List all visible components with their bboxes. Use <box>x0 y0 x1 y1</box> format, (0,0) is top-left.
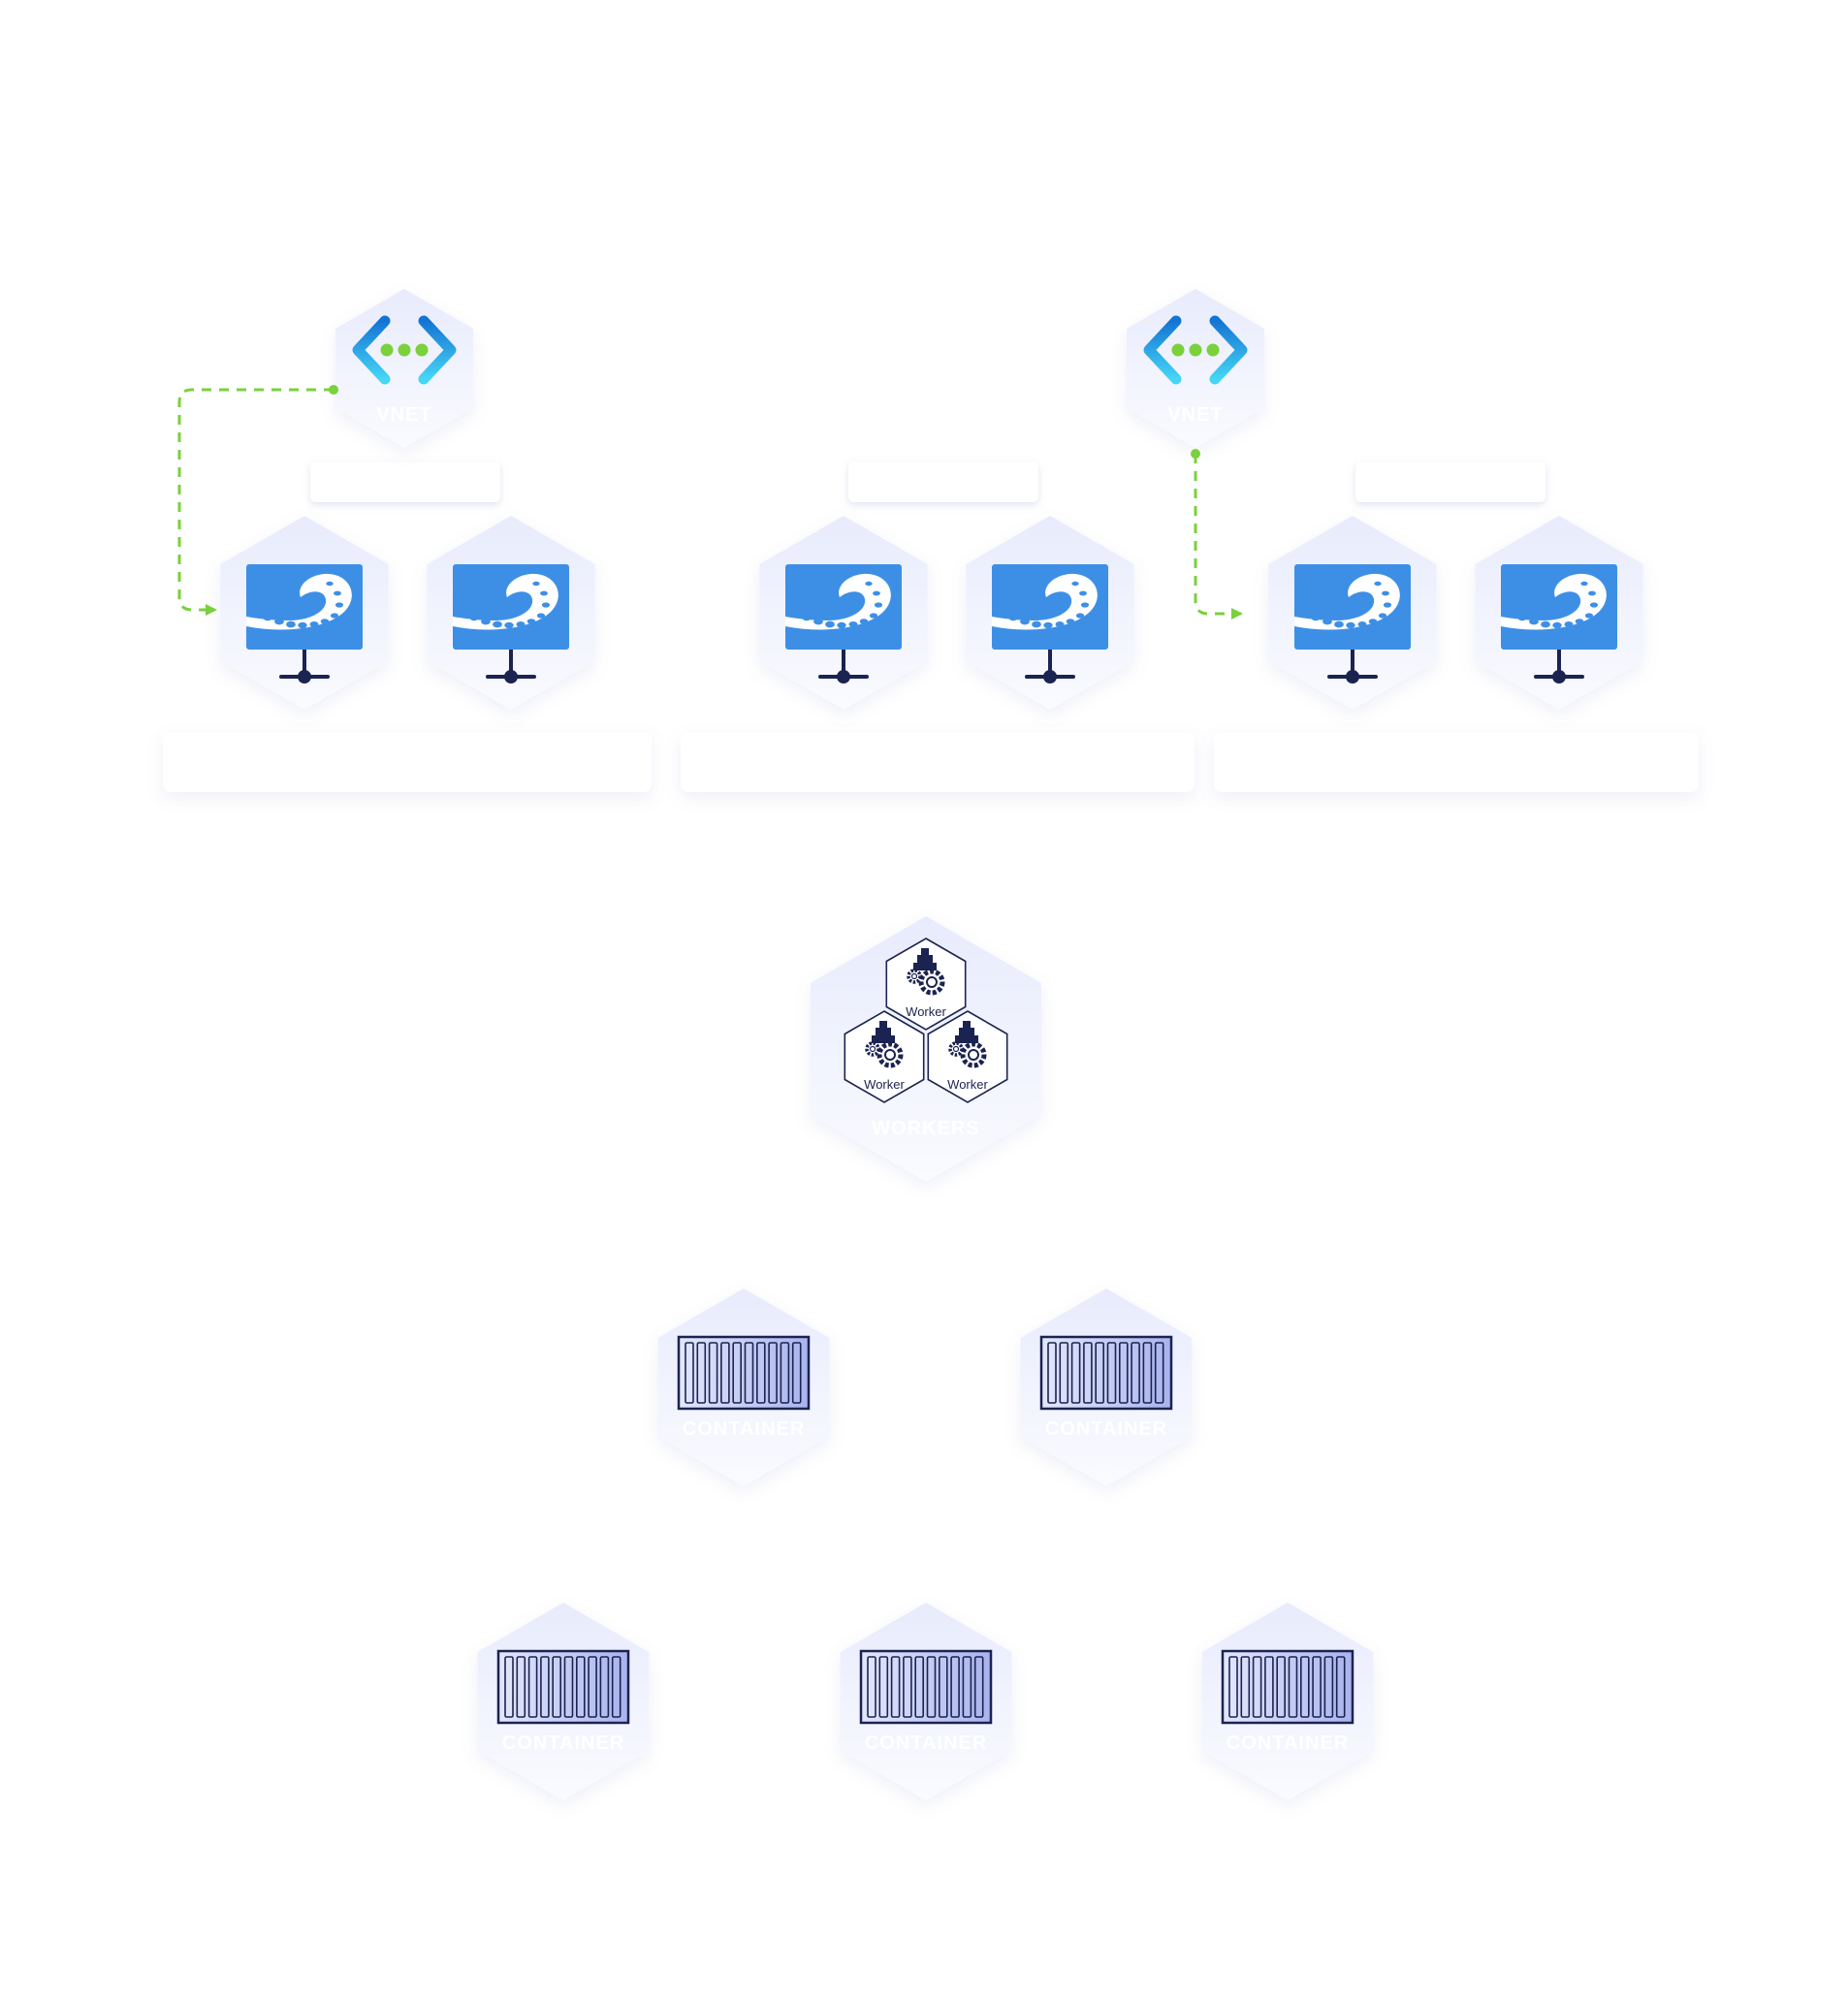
vm-node-5[interactable] <box>1268 516 1437 710</box>
worker-label: Worker <box>906 1004 946 1019</box>
container-label: CONTAINER <box>1227 1733 1349 1754</box>
label-bar-2 <box>848 461 1038 502</box>
workers-hexagon <box>811 916 1041 1182</box>
container-node-5[interactable]: CONTAINER <box>1201 1603 1374 1800</box>
vm-node-4[interactable] <box>966 516 1134 710</box>
workers-label: WORKERS <box>872 1118 979 1139</box>
worker-1: Worker <box>885 938 967 1031</box>
worker-hexagon <box>885 938 967 1031</box>
virtual-machine-monitor-icon <box>1501 564 1617 684</box>
containers: CONTAINER CONTAINER CONTAINER CONTAINER CONT… <box>477 1288 1374 1800</box>
container-label: CONTAINER <box>865 1733 987 1754</box>
virtual-machine-monitor-icon <box>246 564 363 684</box>
subnet-boxes <box>163 732 1699 792</box>
container-node-2[interactable]: CONTAINER <box>1020 1288 1193 1486</box>
container-node-4[interactable]: CONTAINER <box>840 1603 1012 1800</box>
vm-node-6[interactable] <box>1475 516 1643 710</box>
vm-node-1[interactable] <box>220 516 389 710</box>
worker-hexagon <box>927 1010 1008 1103</box>
container-node-1[interactable]: CONTAINER <box>657 1288 830 1486</box>
label-bars <box>310 461 1545 502</box>
subnet-box-1 <box>163 732 652 792</box>
connector-vnet1-to-vm1 <box>177 388 334 616</box>
worker-3: Worker <box>927 1010 1008 1103</box>
worker-label: Worker <box>947 1077 988 1092</box>
virtual-machines <box>220 516 1643 710</box>
vnet-brackets-icon <box>1143 315 1248 385</box>
worker-2: Worker <box>844 1010 925 1103</box>
shipping-container-icon <box>859 1649 993 1725</box>
vnet-label: VNET <box>376 404 431 426</box>
vnet-hexagon <box>335 289 473 448</box>
container-node-3[interactable]: CONTAINER <box>477 1603 650 1800</box>
label-bar-3 <box>1355 461 1545 502</box>
worker-gears-icon <box>907 948 945 996</box>
worker-label: Worker <box>864 1077 905 1092</box>
shipping-container-icon <box>496 1649 630 1725</box>
shipping-container-icon <box>1221 1649 1354 1725</box>
subnet-box-3 <box>1214 732 1699 792</box>
vnet-label: VNET <box>1167 404 1223 426</box>
container-label: CONTAINER <box>683 1418 805 1440</box>
subnet-box-2 <box>681 732 1195 792</box>
virtual-machine-monitor-icon <box>1294 564 1411 684</box>
vm-node-2[interactable] <box>427 516 595 710</box>
virtual-machine-monitor-icon <box>785 564 902 684</box>
virtual-machine-monitor-icon <box>453 564 569 684</box>
vnet-brackets-icon <box>352 315 457 385</box>
shipping-container-icon <box>677 1335 811 1411</box>
connector-vnet2-to-vm5 <box>1194 454 1243 620</box>
connector-dot <box>329 385 338 395</box>
vm-node-3[interactable] <box>759 516 928 710</box>
virtual-machine-monitor-icon <box>992 564 1108 684</box>
container-label: CONTAINER <box>502 1733 624 1754</box>
worker-gears-icon <box>865 1021 904 1068</box>
vnet-node-2[interactable]: VNET <box>1127 289 1264 448</box>
shipping-container-icon <box>1039 1335 1173 1411</box>
vnet-connectors <box>177 385 1243 620</box>
connector-dot <box>1191 449 1200 459</box>
worker-gears-icon <box>948 1021 987 1068</box>
vnet-hexagon <box>1127 289 1264 448</box>
label-bar-1 <box>310 461 500 502</box>
container-label: CONTAINER <box>1045 1418 1167 1440</box>
vnet-node-1[interactable]: VNET <box>335 289 473 448</box>
worker-hexagon <box>844 1010 925 1103</box>
